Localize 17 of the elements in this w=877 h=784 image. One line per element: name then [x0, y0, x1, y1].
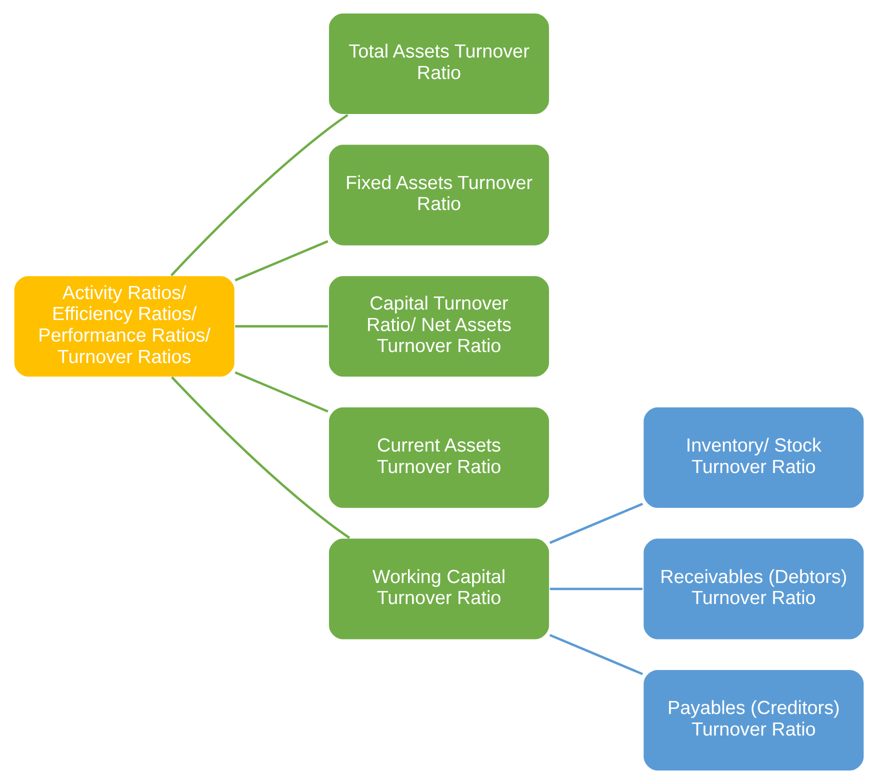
node-box: Fixed Assets Turnover Ratio [327, 144, 550, 246]
connector [548, 634, 642, 676]
node-box: Activity Ratios/ Efficiency Ratios/ Performance Ratios/ Turnover Ratios [12, 274, 236, 378]
node-box: Total Assets Turnover Ratio [327, 12, 550, 116]
connector [170, 114, 348, 276]
connector [234, 325, 328, 328]
connector [170, 376, 350, 539]
node-box: Receivables (Debtors) Turnover Ratio [642, 538, 864, 640]
node-box: Current Assets Turnover Ratio [327, 406, 550, 510]
node-box: Capital Turnover Ratio/ Net Assets Turnover Ratio [327, 274, 550, 378]
node-box: Inventory/ Stock Turnover Ratio [642, 406, 864, 510]
node-box: Working Capital Turnover Ratio [327, 538, 550, 640]
connector [549, 588, 642, 590]
connector [234, 240, 328, 282]
connector [234, 371, 328, 413]
node-box: Payables (Creditors) Turnover Ratio [642, 668, 864, 772]
connector [548, 502, 642, 544]
